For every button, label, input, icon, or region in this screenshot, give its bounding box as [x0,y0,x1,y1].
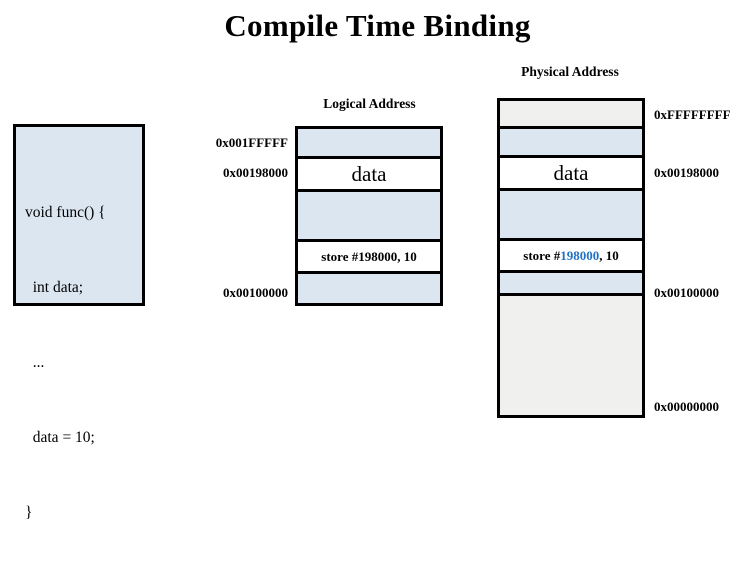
physical-row-empty-mid [500,191,642,241]
physical-row-empty-lower [500,273,642,296]
logical-address-label-bottom: 0x00100000 [223,285,288,300]
logical-row-empty-bottom [298,274,440,303]
physical-address-heading: Physical Address [521,64,619,79]
logical-address-label-data: 0x00198000 [223,165,288,180]
logical-row-store: store #198000, 10 [298,242,440,274]
logical-address-label-top: 0x001FFFFF [215,135,288,150]
physical-row-gray-bottom [500,296,642,415]
page-title: Compile Time Binding [224,8,531,43]
code-line: int data; [25,279,84,296]
code-line: ... [25,354,45,371]
physical-row-gray-top [500,101,642,129]
source-code-lines: void func() { int data; ... data = 10; } [25,150,106,575]
physical-row-store: store #198000, 10 [500,241,642,273]
logical-row-empty-mid [298,192,440,242]
physical-row-data: data [500,158,642,191]
store-suffix: , 10 [599,247,619,263]
physical-address-label-data: 0x00198000 [654,165,719,180]
logical-row-empty-top [298,129,440,159]
physical-address-label-zero: 0x00000000 [654,399,719,414]
store-prefix: store # [321,248,359,264]
store-address: 198000 [560,247,600,263]
logical-address-heading: Logical Address [323,96,416,111]
source-code-box: void func() { int data; ... data = 10; } [13,124,145,521]
store-address: 198000 [358,248,398,264]
logical-address-column: data store #198000, 10 [295,126,443,306]
store-prefix: store # [523,247,561,263]
physical-row-empty-upper [500,129,642,158]
code-line: void func() { [25,204,106,221]
physical-address-label-top: 0xFFFFFFFF [654,107,731,122]
store-suffix: , 10 [397,248,417,264]
physical-address-label-base: 0x00100000 [654,285,719,300]
code-line: } [25,504,33,521]
physical-address-column: data store #198000, 10 [497,98,645,418]
logical-row-data: data [298,159,440,192]
code-line: data = 10; [25,429,95,446]
